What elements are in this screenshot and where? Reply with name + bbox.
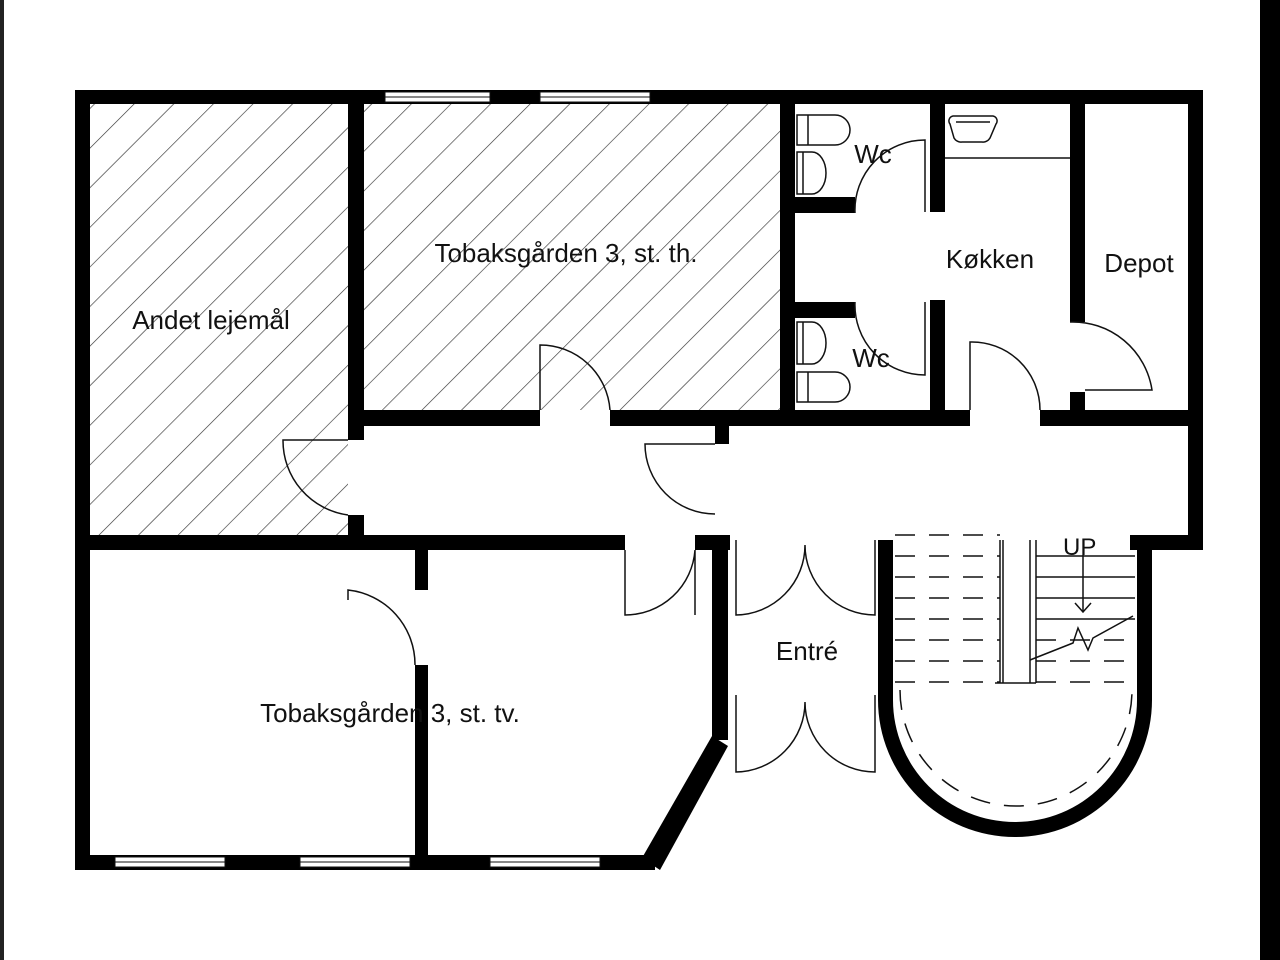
room-label-other-lease: Andet lejemål <box>132 305 290 335</box>
room-label-unit-tv: Tobaksgården 3, st. tv. <box>260 698 520 728</box>
sink-icon <box>945 115 1070 159</box>
room-label-storage: Depot <box>1104 248 1174 278</box>
staircase: UP <box>895 534 1135 807</box>
room-label-wc-bottom: Wc <box>852 343 890 373</box>
stairs-up-label: UP <box>1063 534 1096 561</box>
doors <box>282 139 1153 773</box>
room-label-kitchen: Køkken <box>946 244 1034 274</box>
toilet-icons <box>796 114 851 403</box>
windows <box>114 91 651 868</box>
room-label-entrance: Entré <box>776 636 838 666</box>
edge-strip-left <box>0 0 4 960</box>
hatch-other-lease <box>90 104 348 535</box>
hatch-unit-th <box>364 104 780 410</box>
room-label-wc-top: Wc <box>854 139 892 169</box>
room-label-unit-th: Tobaksgården 3, st. th. <box>434 238 697 268</box>
edge-strip-right <box>1260 0 1280 960</box>
